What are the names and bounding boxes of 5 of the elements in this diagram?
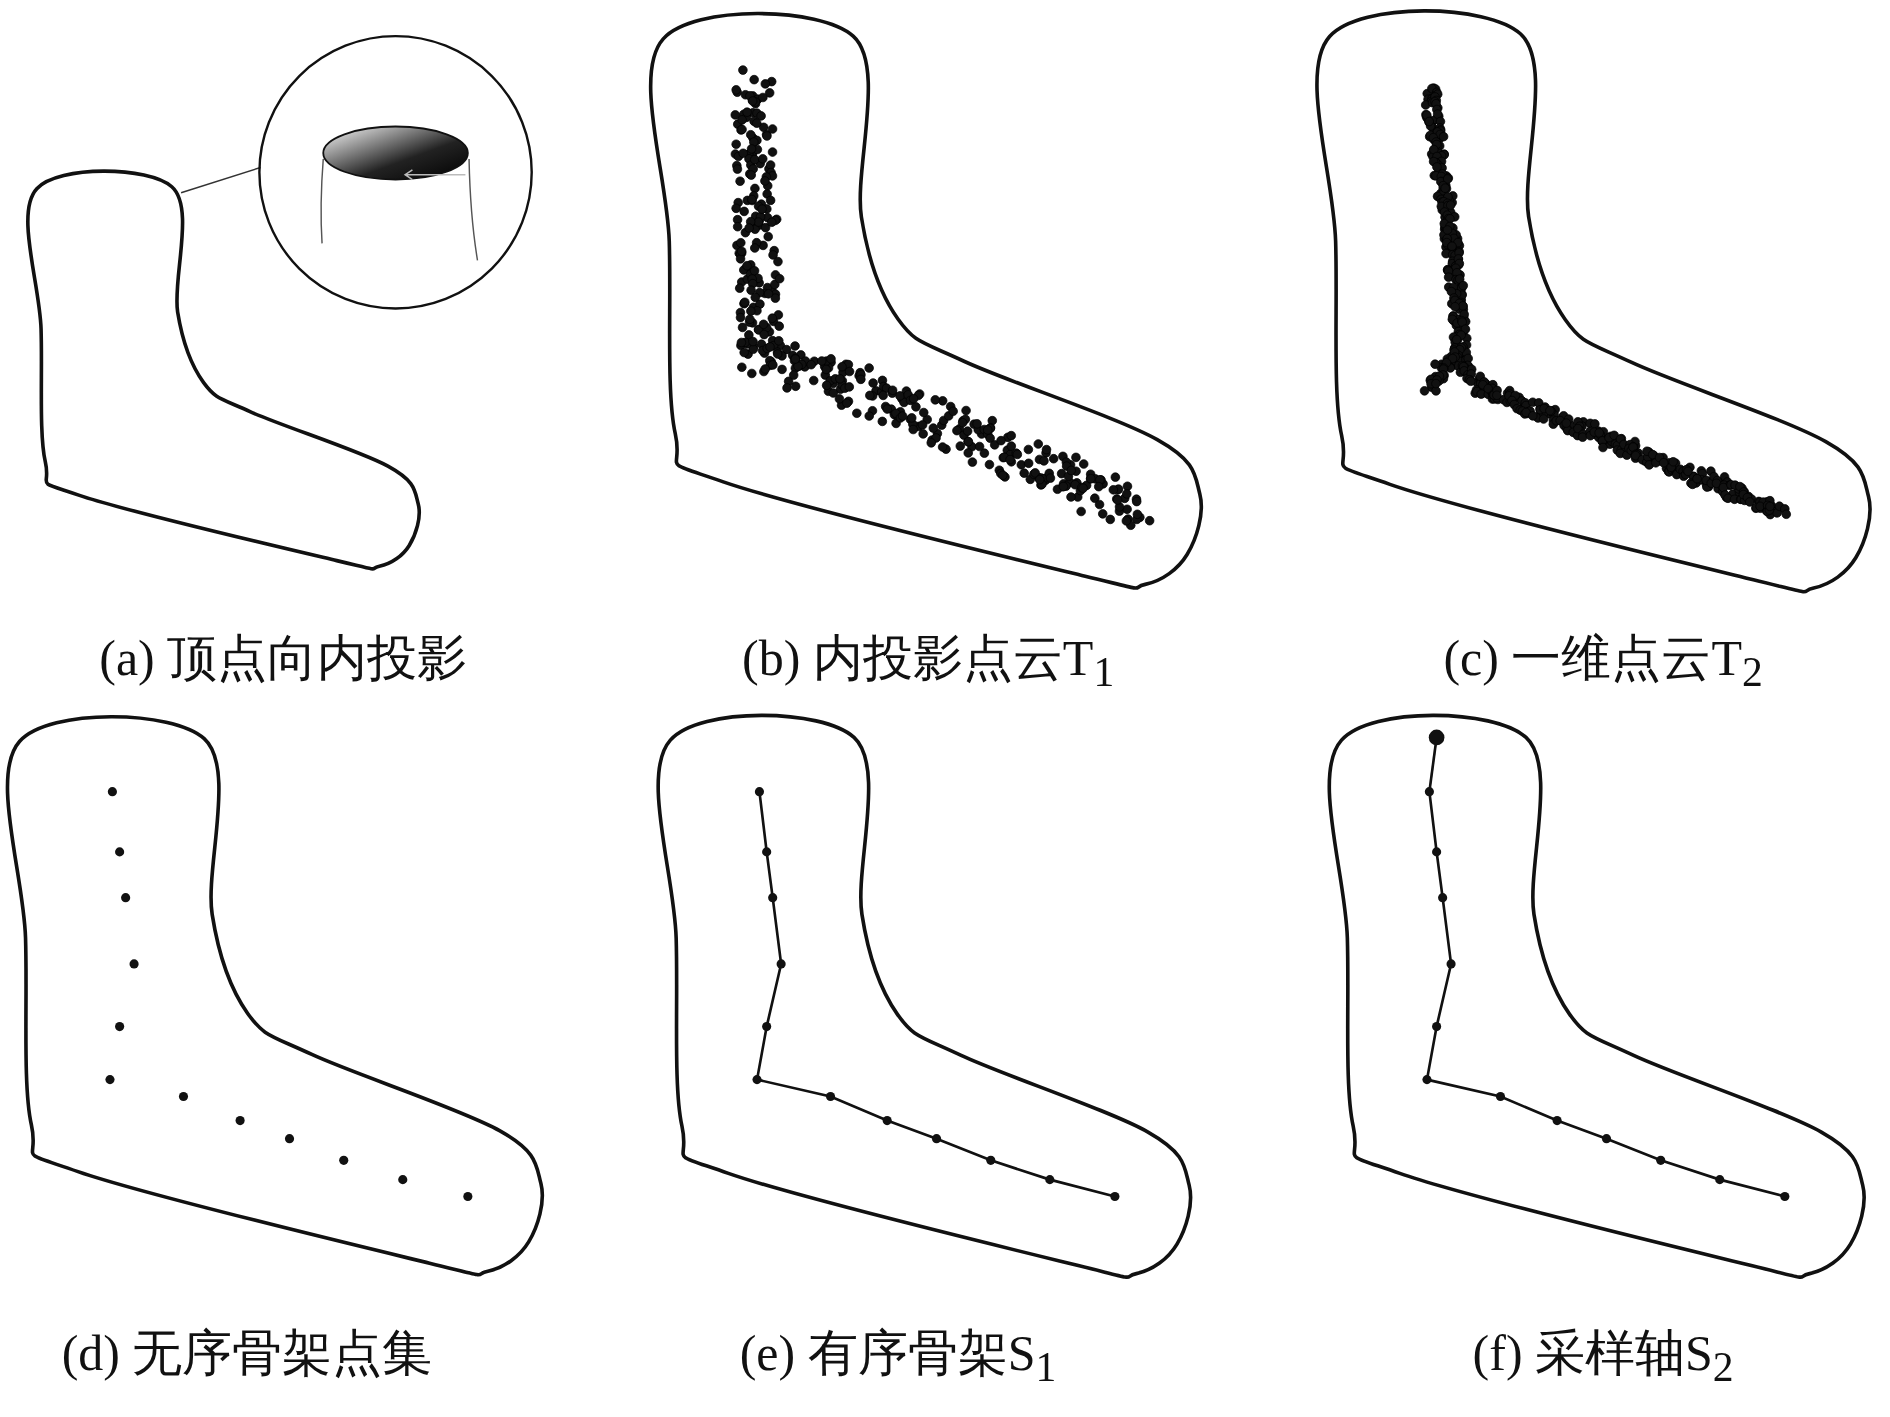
panel-caption: (c) 一维点云T$_{2}$ [1443, 632, 1763, 694]
panel-caption: (b) 内投影点云T$_{1}$ [742, 632, 1115, 694]
panel-caption: (d) 无序骨架点集 [61, 1328, 433, 1379]
panel-caption: (f) 采样轴S$_{2}$ [1472, 1328, 1734, 1389]
panel-caption: (e) 有序骨架S$_{1}$ [739, 1328, 1057, 1389]
